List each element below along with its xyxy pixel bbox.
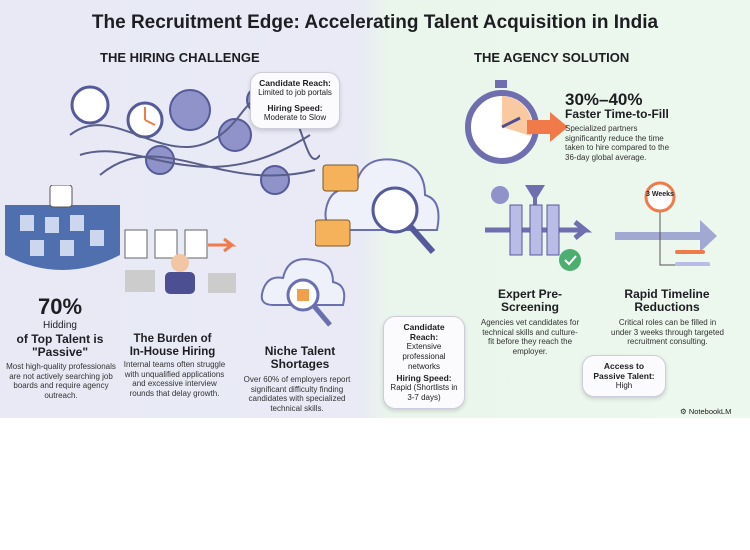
passive-sub: Hidding	[43, 320, 77, 331]
speed-label: Hiring Speed:	[267, 102, 323, 113]
reach-value: Limited to job portals	[258, 88, 332, 98]
timeline-badge: 3 Weeks	[646, 191, 674, 198]
right-heading: THE AGENCY SOLUTION	[474, 50, 630, 65]
reach-label: Candidate Reach:	[403, 322, 445, 343]
passive-talent-value: High	[615, 381, 633, 391]
timeline-text: Critical roles can be filled in under 3 …	[611, 318, 724, 347]
infographic: The Recruitment Edge: Accelerating Talen…	[0, 0, 750, 418]
folder-icon	[322, 164, 359, 192]
passive-stat: 70%	[37, 294, 83, 319]
niche-text: Over 60% of employers report significant…	[243, 375, 351, 413]
brand-label: NotebookLM	[688, 407, 732, 416]
timeline-arrow-illustration	[615, 181, 717, 266]
faster-text: Specialized partners significantly reduc…	[565, 124, 670, 162]
passive-title: of Top Talent is "Passive"	[16, 332, 104, 360]
puzzle-icon	[297, 289, 309, 301]
faster-title: Faster Time-to-Fill	[565, 107, 669, 121]
screening-filter-illustration	[485, 185, 593, 271]
clock-icon	[70, 85, 110, 125]
iceberg-talent-illustration	[5, 185, 120, 270]
screening-text: Agencies vet candidates for technical sk…	[480, 318, 580, 356]
niche-title: Niche Talent Shortages	[264, 344, 336, 372]
stopwatch-icon	[465, 80, 568, 164]
faster-stat: 30%–40%	[565, 90, 643, 109]
timeline-title: Rapid Timeline Reductions	[624, 287, 710, 315]
challenge-stats-box: Candidate Reach: Limited to job portals …	[250, 72, 340, 129]
cloud-folders-illustration	[315, 158, 440, 254]
speed-label: Hiring Speed:	[396, 373, 452, 384]
checkmark-icon	[559, 249, 581, 271]
left-heading: THE HIRING CHALLENGE	[100, 50, 260, 65]
folder-icon	[315, 219, 351, 247]
passive-talent-label: Access to Passive Talent:	[593, 361, 655, 382]
funnel-icon	[525, 185, 545, 205]
screening-title: Expert Pre-Screening	[497, 287, 563, 315]
reach-label: Candidate Reach:	[259, 78, 331, 88]
cloud-puzzle-search-illustration	[260, 258, 346, 327]
speed-value: Moderate to Slow	[263, 112, 327, 122]
overwhelmed-recruiter-illustration	[124, 229, 237, 294]
agency-stats-box: Candidate Reach: Extensive professional …	[383, 316, 465, 409]
gear-icon	[491, 186, 509, 204]
passive-text: Most high-quality professionals are not …	[6, 362, 116, 400]
burden-text: Internal teams often struggle with unqua…	[123, 360, 226, 398]
speed-value: Rapid (Shortlists in 3-7 days)	[390, 383, 458, 402]
reach-value: Extensive professional networks	[402, 342, 446, 371]
burden-title: The Burden of In-House Hiring	[129, 333, 216, 358]
page-title: The Recruitment Edge: Accelerating Talen…	[91, 12, 659, 33]
brand-watermark: ⚙ NotebookLM	[680, 407, 732, 416]
passive-talent-box: Access to Passive Talent: High	[582, 355, 666, 397]
